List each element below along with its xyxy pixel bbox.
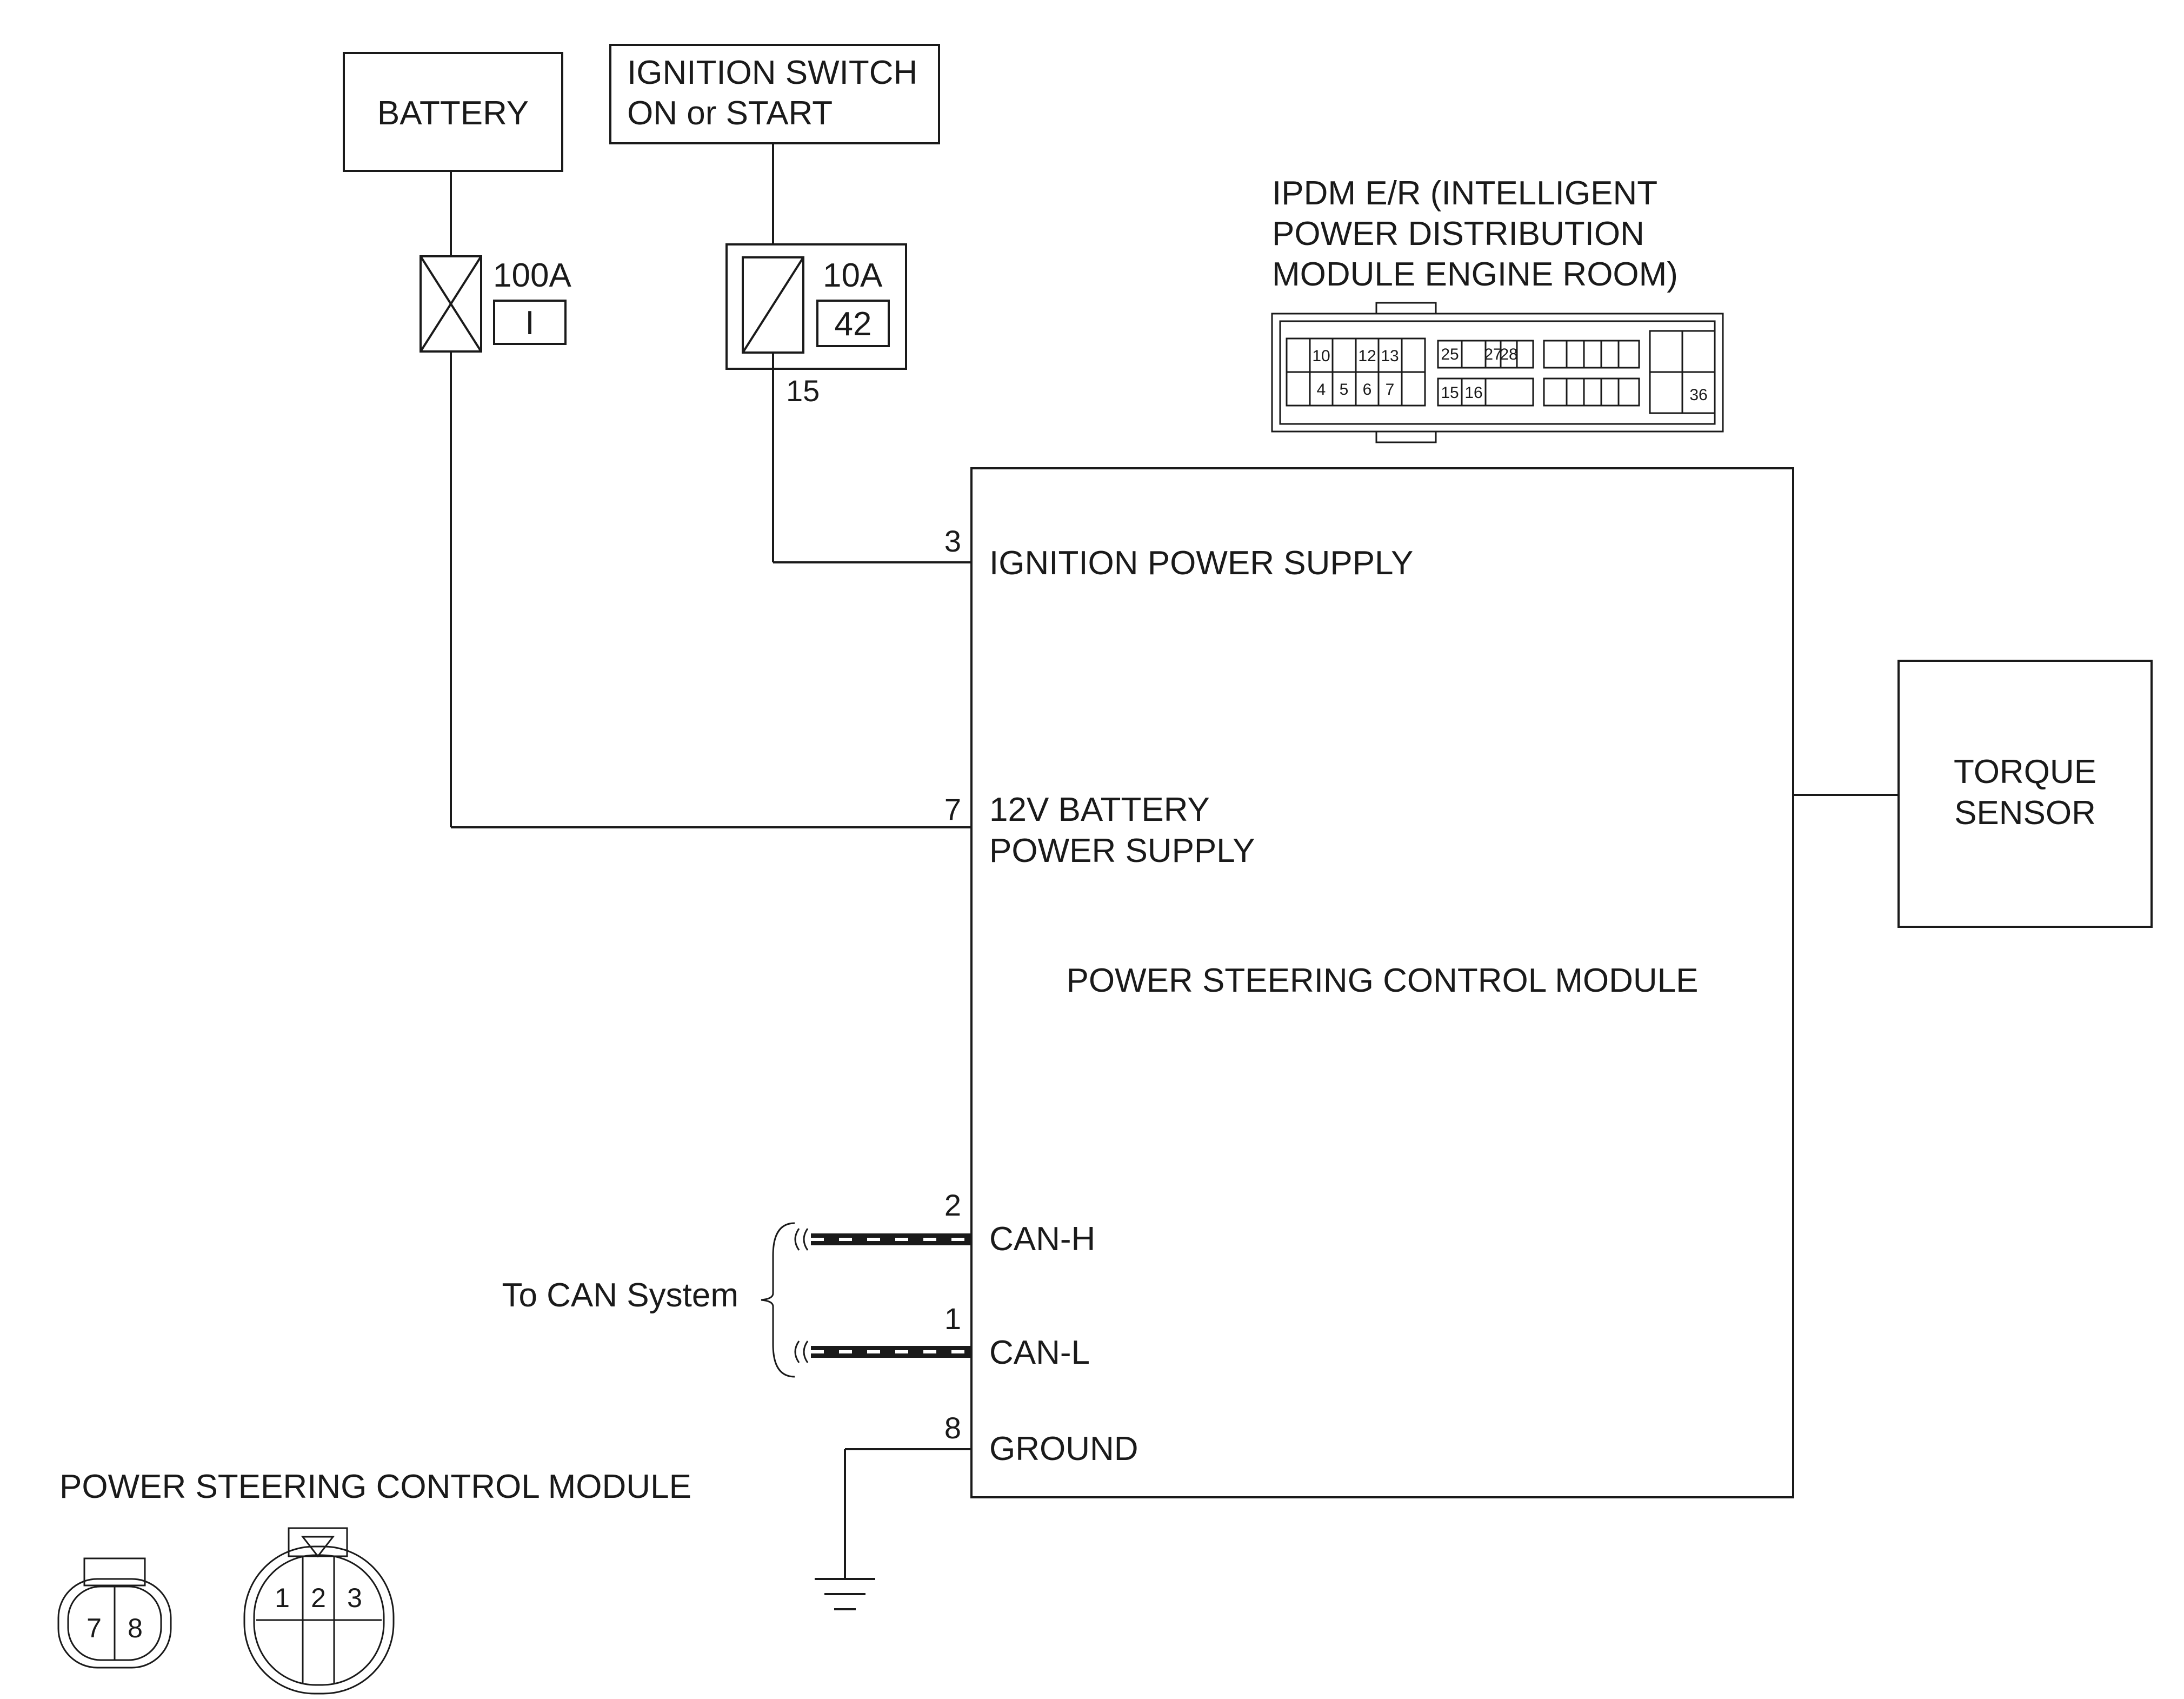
torque-sensor-line1: TORQUE xyxy=(1954,753,2096,791)
fuse-100a-rating: 100A xyxy=(493,257,571,294)
connector-b-pin-3: 3 xyxy=(347,1583,362,1613)
ignition-label-line1: IGNITION SWITCH xyxy=(627,54,917,91)
pin-7-number: 7 xyxy=(944,792,961,826)
ignition-label-line2: ON or START xyxy=(627,95,833,132)
torque-sensor-line2: SENSOR xyxy=(1954,794,2096,832)
ipdm-terminal-15: 15 xyxy=(786,374,820,408)
fuse-10a-rating: 10A xyxy=(823,257,883,294)
ipdm-pin-25: 25 xyxy=(1441,346,1459,363)
pin-7-label-line2: POWER SUPPLY xyxy=(989,832,1255,870)
ipdm-title-line1: IPDM E/R (INTELLIGENT xyxy=(1272,175,1657,212)
connector-b: 1 2 3 xyxy=(243,1527,395,1695)
ipdm-pin-27: 27 xyxy=(1484,346,1502,363)
torque-sensor-block: TORQUE SENSOR xyxy=(1793,660,2153,928)
connector-b-pin-2: 2 xyxy=(311,1583,326,1613)
ipdm-pin-10: 10 xyxy=(1312,347,1330,365)
connector-b-pin-1: 1 xyxy=(275,1583,290,1613)
pin-7-label-line1: 12V BATTERY xyxy=(989,791,1210,828)
pin-2-label: CAN-H xyxy=(989,1220,1095,1258)
pin-3-number: 3 xyxy=(944,524,961,558)
fuse-100a-id: I xyxy=(525,304,534,342)
ipdm-pin-28: 28 xyxy=(1500,346,1517,363)
connector-view: POWER STEERING CONTROL MODULE 7 8 1 2 3 xyxy=(57,1468,691,1695)
power-steering-control-module: POWER STEERING CONTROL MODULE 3 IGNITION… xyxy=(944,467,1794,1498)
ipdm-title-line3: MODULE ENGINE ROOM) xyxy=(1272,256,1678,293)
ipdm-title: IPDM E/R (INTELLIGENT POWER DISTRIBUTION… xyxy=(1272,175,1678,293)
ipdm-pin-6: 6 xyxy=(1363,381,1372,399)
can-bus-lines: To CAN System xyxy=(502,1222,971,1378)
pin-8-number: 8 xyxy=(944,1411,961,1445)
pin-2-number: 2 xyxy=(944,1188,961,1222)
ipdm-pin-12: 12 xyxy=(1358,347,1376,365)
ipdm-connector: 10 12 13 4 5 6 7 25 27 28 15 16 36 xyxy=(1271,302,1724,443)
ipdm-pin-13: 13 xyxy=(1381,347,1399,365)
ipdm-title-line2: POWER DISTRIBUTION xyxy=(1272,215,1644,253)
module-title: POWER STEERING CONTROL MODULE xyxy=(1067,962,1699,999)
pin-8-label: GROUND xyxy=(989,1430,1138,1468)
pin-1-number: 1 xyxy=(944,1302,961,1336)
ipdm-pin-7: 7 xyxy=(1386,381,1395,399)
can-system-label: To CAN System xyxy=(502,1277,738,1314)
connector-a-pin-7: 7 xyxy=(86,1613,102,1643)
ipdm-pin-15: 15 xyxy=(1441,384,1459,402)
connector-view-title: POWER STEERING CONTROL MODULE xyxy=(59,1468,691,1505)
connector-a: 7 8 xyxy=(57,1557,172,1669)
ground-symbol xyxy=(815,1448,971,1610)
battery-label: BATTERY xyxy=(377,95,529,132)
connector-a-pin-8: 8 xyxy=(128,1613,143,1643)
ipdm-pin-4: 4 xyxy=(1317,381,1326,399)
ipdm-pin-16: 16 xyxy=(1464,384,1482,402)
fuse-10a: 10A 42 15 xyxy=(725,143,971,563)
ipdm-pin-5: 5 xyxy=(1340,381,1349,399)
ipdm-pin-36: 36 xyxy=(1689,386,1707,404)
ignition-switch-block: IGNITION SWITCH ON or START xyxy=(609,44,940,144)
fuse-10a-id: 42 xyxy=(835,306,872,343)
pin-1-label: CAN-L xyxy=(989,1334,1090,1371)
pin-3-label: IGNITION POWER SUPPLY xyxy=(989,545,1413,582)
battery-block: BATTERY xyxy=(343,52,563,172)
fuse-100a: 100A I xyxy=(420,171,971,828)
